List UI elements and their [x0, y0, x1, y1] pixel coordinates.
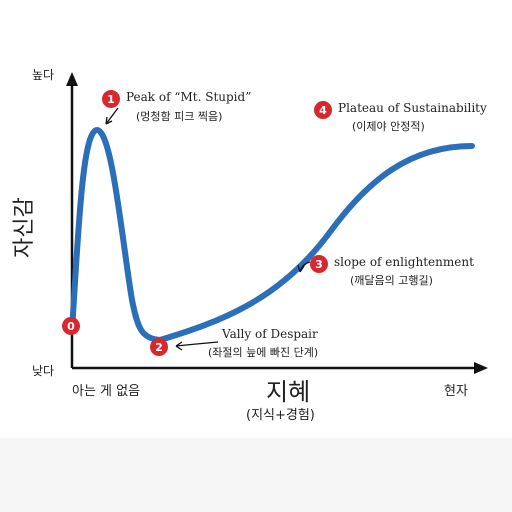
- stage-4-subtitle: (이제야 안정적): [352, 120, 425, 133]
- y-axis-arrow: [66, 72, 78, 86]
- stage-1-subtitle: (멍청함 피크 찍음): [136, 110, 223, 123]
- stage-2-badge: 2: [150, 338, 168, 356]
- stage-1-badge: 1: [102, 90, 120, 108]
- y-low-label: 낮다: [32, 364, 55, 378]
- stage-4-title: Plateau of Sustainability: [338, 101, 487, 115]
- x-axis-title: 지혜: [266, 378, 311, 406]
- pointer-stage-2: [175, 341, 219, 351]
- pointer-stage-3: [297, 261, 311, 273]
- y-axis-title: 자신감: [12, 197, 37, 258]
- stage-3-subtitle: (깨달음의 고행길): [350, 274, 433, 287]
- stage-4-badge: 4: [314, 101, 332, 119]
- stage-0-badge: 0: [62, 317, 80, 335]
- footer-band: [0, 438, 512, 512]
- stage-2-title: Vally of Despair: [222, 327, 318, 341]
- y-high-label: 높다: [32, 68, 55, 82]
- x-axis-subtitle: (지식+경험): [246, 408, 315, 423]
- stage-1-title: Peak of “Mt. Stupid”: [126, 90, 252, 104]
- confidence-curve: [69, 126, 475, 344]
- x-axis-arrow: [474, 362, 488, 374]
- stage-2-subtitle: (좌절의 늪에 빠진 단계): [208, 346, 319, 359]
- stage-3-badge: 3: [310, 255, 328, 273]
- x-start-label: 아는 게 없음: [72, 384, 141, 399]
- x-end-label: 현자: [444, 384, 468, 399]
- pointer-stage-1: [105, 107, 119, 125]
- stage-3-title: slope of enlightenment: [334, 255, 474, 269]
